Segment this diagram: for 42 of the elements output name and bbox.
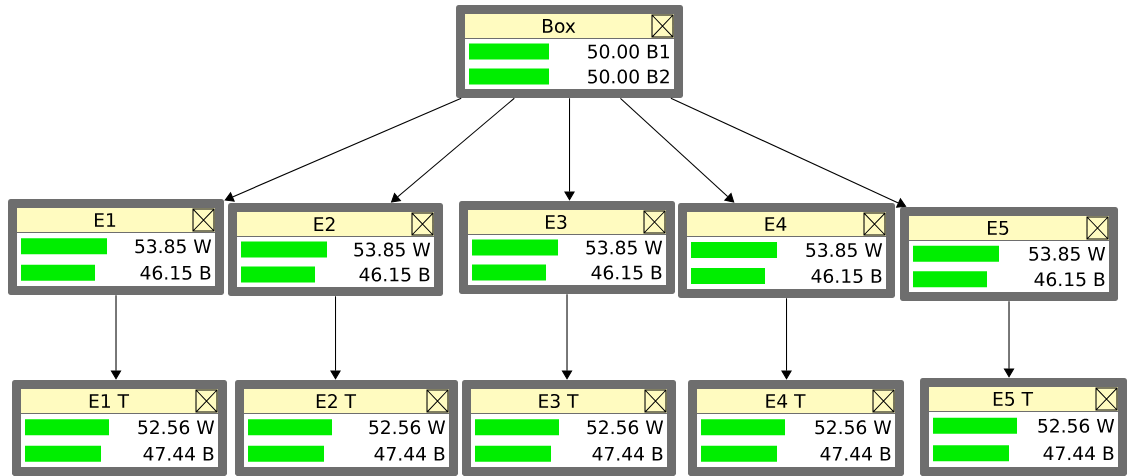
probability-row: 46.15 B: [241, 266, 430, 283]
probability-row: 47.44 B: [475, 445, 663, 462]
probability-row: 53.85 W: [472, 239, 663, 256]
probability-row: 47.44 B: [25, 445, 214, 462]
probability-row: 46.15 B: [913, 271, 1105, 288]
probability-row: 52.56 W: [475, 419, 664, 436]
probability-row: 50.00 B1: [469, 43, 669, 60]
probability-row: 53.85 W: [21, 238, 212, 255]
arrow: [110, 294, 122, 380]
arrow: [619, 97, 735, 203]
probability-row: 46.15 B: [472, 264, 662, 281]
probability-row: 53.85 W: [913, 245, 1106, 262]
arrow: [561, 293, 573, 380]
probability-row: 46.15 B: [21, 264, 211, 281]
arrow: [1003, 300, 1015, 378]
node-title: E1: [17, 208, 215, 232]
arrow: [330, 295, 341, 380]
probability-row: 52.56 W: [933, 417, 1115, 434]
probability-row: 47.44 B: [933, 445, 1114, 462]
arrow: [564, 97, 575, 201]
node-title: Box: [465, 14, 674, 38]
probability-row: 52.56 W: [248, 419, 446, 436]
probability-row: 46.15 B: [691, 268, 882, 284]
node-title: E5: [909, 216, 1109, 240]
node-title: E3: [468, 210, 666, 234]
probability-row: 52.56 W: [701, 419, 892, 436]
node-title: E1 T: [21, 389, 218, 413]
probability-row: 52.56 W: [25, 419, 215, 436]
probability-row: 53.85 W: [691, 242, 883, 258]
arrow: [670, 97, 907, 208]
node-title: E2 T: [244, 389, 449, 413]
node-title: E2: [237, 212, 434, 236]
arrow: [781, 297, 792, 380]
arrow: [224, 97, 462, 202]
probability-row: 53.85 W: [241, 241, 431, 258]
node-title: E4: [687, 212, 886, 236]
probability-row: 47.44 B: [701, 445, 891, 462]
node-title: E5 T: [929, 387, 1118, 411]
probability-row: 47.44 B: [248, 445, 445, 462]
node-title: E3 T: [471, 389, 667, 413]
probability-row: 50.00 B2: [469, 68, 669, 85]
node-title: E4 T: [697, 389, 895, 413]
